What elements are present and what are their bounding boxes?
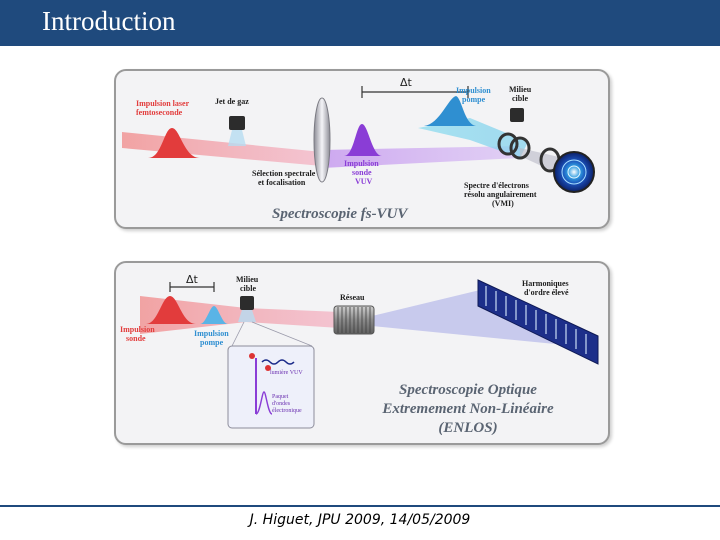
enlos-panel xyxy=(114,261,610,445)
inset-box xyxy=(227,345,315,429)
enlos-pump-pulse xyxy=(200,306,228,324)
enlos-probe-label-2: sonde xyxy=(126,334,146,343)
enlos-target-label-2: cible xyxy=(240,284,256,293)
inset-dot-1 xyxy=(249,353,255,359)
spectrum-label-2: résolu angulairement xyxy=(464,190,537,199)
laser-label-2: femtoseconde xyxy=(136,108,183,117)
enlos-caption-2: Extremement Non-Linéaire xyxy=(381,401,554,417)
wavepacket-label-3: électronique xyxy=(272,408,302,414)
enlos-target-label-1: Milieu xyxy=(236,275,259,284)
enlos-laser-beam xyxy=(140,296,340,334)
harmonic-peaks xyxy=(485,286,587,354)
enlos-delay-label: Δt xyxy=(186,273,199,286)
wavepacket-label-2: d'ondes xyxy=(272,401,291,407)
title-bar: Introduction xyxy=(0,0,720,46)
probe-label-3: VUV xyxy=(355,177,373,186)
probe-label-2: sonde xyxy=(352,168,372,177)
gas-jet-label: Jet de gaz xyxy=(215,97,249,106)
vmi-ring-1 xyxy=(561,159,587,185)
footer-rule xyxy=(0,505,720,507)
inset-wave xyxy=(261,359,295,365)
selection-label-1: Sélection spectrale xyxy=(252,169,316,178)
probe-label-1: Impulsion xyxy=(344,159,379,168)
grating-grooves xyxy=(337,307,371,333)
target-nozzle-icon xyxy=(510,108,524,122)
grating-label: Réseau xyxy=(340,293,365,302)
delay-label: Δt xyxy=(400,76,413,89)
inset-dot-2 xyxy=(265,365,271,371)
enlos-pump-label-2: pompe xyxy=(200,338,224,347)
spectrum-label-3: (VMI) xyxy=(492,199,514,208)
enlos-caption-3: (ENLOS) xyxy=(438,420,497,436)
wavepacket-label-1: Paquet xyxy=(272,394,289,400)
enlos-caption-1: Spectroscopie Optique xyxy=(399,382,537,398)
slide-title: Introduction xyxy=(42,6,176,36)
harmonics-detector-icon xyxy=(477,279,599,365)
gas-jet-nozzle-icon xyxy=(229,116,245,130)
spectrum-label-1: Spectre d'électrons xyxy=(464,181,529,190)
gas-jet-plume xyxy=(228,130,246,146)
harmonics-label-1: Harmoniques xyxy=(522,279,569,288)
vmi-ring-2 xyxy=(567,165,581,179)
selection-label-2: et focalisation xyxy=(258,178,306,187)
laser-pulse xyxy=(148,128,200,158)
enlos-probe-label-1: Impulsion xyxy=(120,325,155,334)
focusing-mirror-icon xyxy=(313,97,331,183)
target-ring-2 xyxy=(509,136,531,160)
target-label-2: cible xyxy=(512,94,528,103)
inset-wavepacket xyxy=(255,391,273,415)
vuv-light-label: lumière VUV xyxy=(270,370,303,376)
pump-label-2: pompe xyxy=(462,95,486,104)
enlos-pump-label-1: Impulsion xyxy=(194,329,229,338)
harmonics-label-2: d'ordre élevé xyxy=(524,288,569,297)
inset-connector xyxy=(231,321,313,347)
probe-pulse xyxy=(344,124,382,156)
vmi-detector-icon xyxy=(553,151,595,193)
enlos-probe-pulse xyxy=(146,296,196,324)
fs-vuv-caption: Spectroscopie fs-VUV xyxy=(272,206,409,222)
pump-pulse xyxy=(424,96,476,126)
slide-footer: J. Higuet, JPU 2009, 14/05/2009 xyxy=(249,512,471,528)
enlos-target-nozzle-icon xyxy=(240,296,254,310)
enlos-target-plume xyxy=(238,310,256,322)
target-ring-1 xyxy=(497,132,519,156)
target-label-1: Milieu xyxy=(509,85,532,94)
laser-label-1: Impulsion laser xyxy=(136,99,190,108)
laser-beam xyxy=(122,132,322,166)
pump-label-1: Impulsion xyxy=(456,86,491,95)
